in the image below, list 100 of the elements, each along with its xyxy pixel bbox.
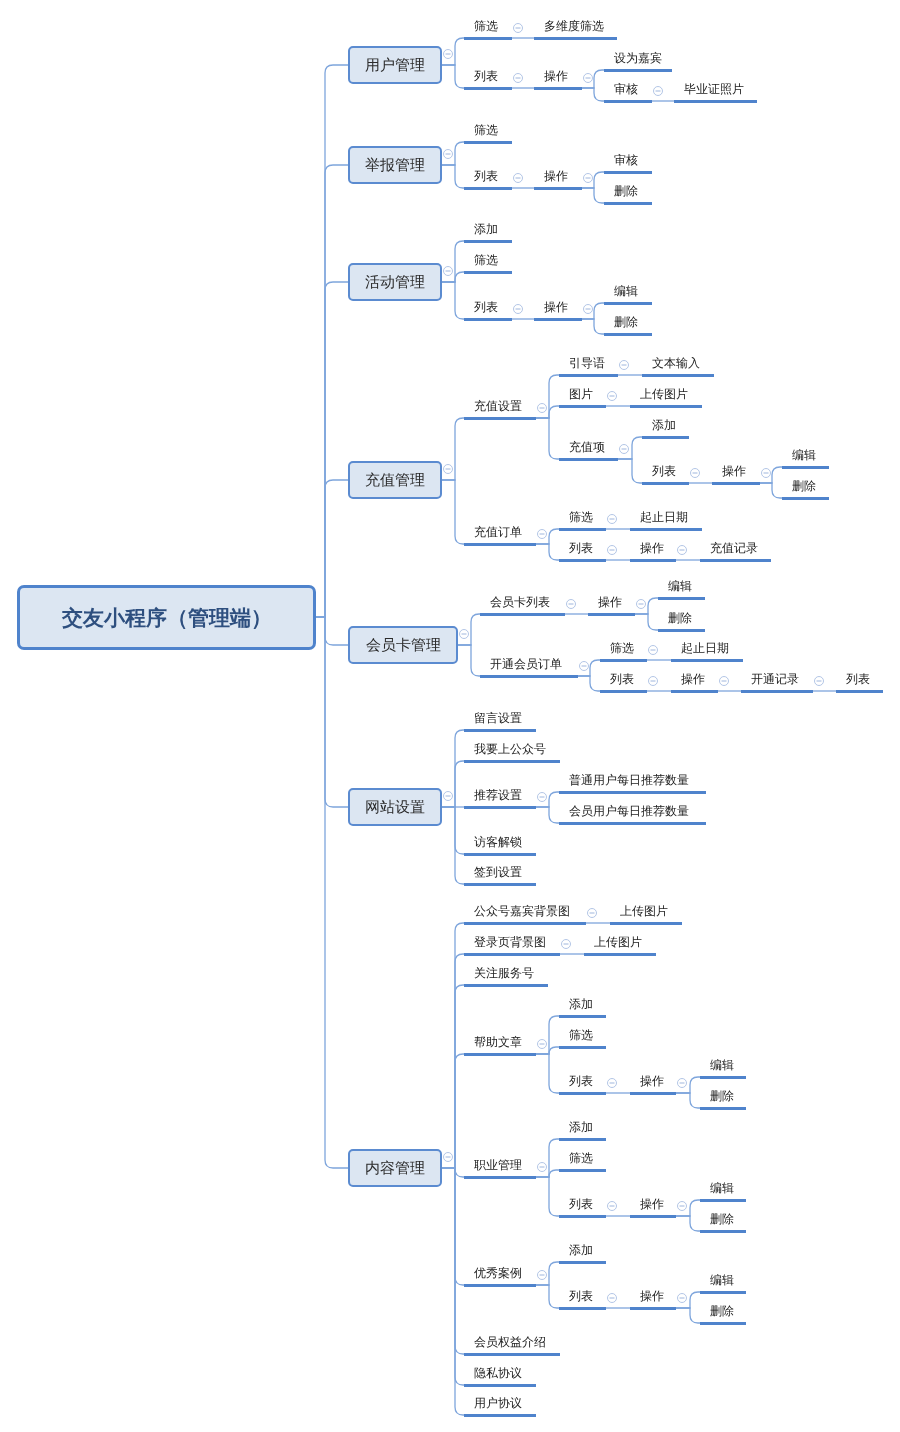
subtopic-label: 审核 — [604, 150, 652, 174]
subtopic-label: 充值订单 — [464, 522, 536, 546]
connector-line — [535, 1284, 560, 1309]
connector-line — [581, 187, 605, 204]
connector-line — [511, 87, 535, 89]
connector-line — [535, 806, 560, 824]
subtopic-label: 删除 — [604, 181, 652, 205]
subtopic-label: 列表 — [836, 669, 883, 693]
subtopic-label: 操作 — [671, 669, 718, 693]
subtopic-label: 添加 — [559, 1117, 606, 1141]
subtopic-label: 筛选 — [464, 250, 512, 274]
connector-line — [646, 690, 672, 692]
subtopic-label: 筛选 — [559, 1148, 606, 1172]
connector-line — [511, 187, 535, 189]
connector-line — [605, 1092, 631, 1094]
subtopic-label: 筛选 — [559, 1025, 606, 1049]
connector-line — [585, 922, 611, 924]
topic-box: 会员卡管理 — [348, 626, 458, 664]
connector-line — [605, 405, 631, 407]
subtopic-label: 登录页背景图 — [464, 932, 560, 956]
subtopic-label: 添加 — [559, 1240, 606, 1264]
connector-line — [651, 100, 675, 102]
subtopic-label: 筛选 — [464, 16, 512, 40]
subtopic-label: 上传图片 — [610, 901, 682, 925]
subtopic-label: 添加 — [642, 415, 689, 439]
subtopic-label: 删除 — [700, 1301, 746, 1325]
connector-line — [581, 87, 605, 102]
subtopic-label: 列表 — [559, 1286, 606, 1310]
connector-line — [605, 528, 631, 530]
subtopic-label: 充值项 — [559, 437, 618, 461]
subtopic-label: 会员用户每日推荐数量 — [559, 801, 706, 825]
subtopic-label: 上传图片 — [630, 384, 702, 408]
subtopic-label: 编辑 — [782, 445, 829, 469]
subtopic-label: 筛选 — [464, 120, 512, 144]
connector-line — [605, 1215, 631, 1217]
subtopic-label: 编辑 — [700, 1270, 746, 1294]
topic-box: 内容管理 — [348, 1149, 442, 1187]
subtopic-label: 列表 — [464, 297, 512, 321]
connector-line — [441, 164, 465, 189]
connector-line — [441, 64, 465, 89]
subtopic-label: 删除 — [700, 1209, 746, 1233]
subtopic-label: 引导语 — [559, 353, 618, 377]
subtopic-label: 筛选 — [600, 638, 647, 662]
subtopic-label: 关注服务号 — [464, 963, 548, 987]
subtopic-label: 帮助文章 — [464, 1032, 536, 1056]
subtopic-label: 添加 — [559, 994, 606, 1018]
connector-line — [605, 1307, 631, 1309]
subtopic-label: 列表 — [559, 1194, 606, 1218]
connector-line — [577, 675, 601, 692]
subtopic-label: 编辑 — [604, 281, 652, 305]
subtopic-label: 开通会员订单 — [480, 654, 578, 678]
subtopic-label: 删除 — [604, 312, 652, 336]
subtopic-label: 开通记录 — [741, 669, 813, 693]
connector-line — [564, 613, 589, 615]
subtopic-label: 留言设置 — [464, 708, 536, 732]
subtopic-label: 推荐设置 — [464, 785, 536, 809]
connector-line — [511, 318, 535, 320]
topic-box: 举报管理 — [348, 146, 442, 184]
subtopic-label: 会员卡列表 — [480, 592, 565, 616]
subtopic-label: 公众号嘉宾背景图 — [464, 901, 586, 925]
subtopic-label: 上传图片 — [584, 932, 656, 956]
subtopic-label: 删除 — [658, 608, 705, 632]
subtopic-label: 操作 — [630, 538, 676, 562]
subtopic-label: 起止日期 — [630, 507, 702, 531]
connector-line — [675, 1092, 701, 1109]
connector-line — [617, 458, 643, 484]
subtopic-label: 毕业证照片 — [674, 79, 757, 103]
subtopic-label: 操作 — [534, 297, 582, 321]
connector-line — [617, 374, 643, 376]
subtopic-label: 添加 — [464, 219, 512, 243]
subtopic-label: 列表 — [464, 66, 512, 90]
subtopic-label: 充值记录 — [700, 538, 771, 562]
subtopic-label: 编辑 — [700, 1055, 746, 1079]
subtopic-label: 访客解锁 — [464, 832, 536, 856]
subtopic-label: 会员权益介绍 — [464, 1332, 560, 1356]
subtopic-label: 用户协议 — [464, 1393, 536, 1417]
subtopic-label: 充值设置 — [464, 396, 536, 420]
subtopic-label: 编辑 — [700, 1178, 746, 1202]
subtopic-label: 操作 — [534, 166, 582, 190]
subtopic-label: 职业管理 — [464, 1155, 536, 1179]
subtopic-label: 审核 — [604, 79, 652, 103]
subtopic-label: 隐私协议 — [464, 1363, 536, 1387]
root-topic-box: 交友小程序（管理端） — [17, 585, 316, 650]
subtopic-label: 删除 — [782, 476, 829, 500]
subtopic-label: 普通用户每日推荐数量 — [559, 770, 706, 794]
connector-line — [646, 659, 672, 661]
subtopic-label: 优秀案例 — [464, 1263, 536, 1287]
connector-line — [812, 690, 837, 692]
subtopic-label: 筛选 — [559, 507, 606, 531]
connector-line — [511, 37, 535, 39]
connector-line — [535, 543, 560, 561]
subtopic-label: 签到设置 — [464, 862, 536, 886]
topic-box: 活动管理 — [348, 263, 442, 301]
subtopic-label: 操作 — [630, 1286, 676, 1310]
subtopic-label: 起止日期 — [671, 638, 743, 662]
subtopic-label: 列表 — [559, 1071, 606, 1095]
topic-box: 充值管理 — [348, 461, 442, 499]
connector-line — [688, 482, 713, 484]
connector-line — [559, 953, 585, 955]
connector-line — [717, 690, 742, 692]
